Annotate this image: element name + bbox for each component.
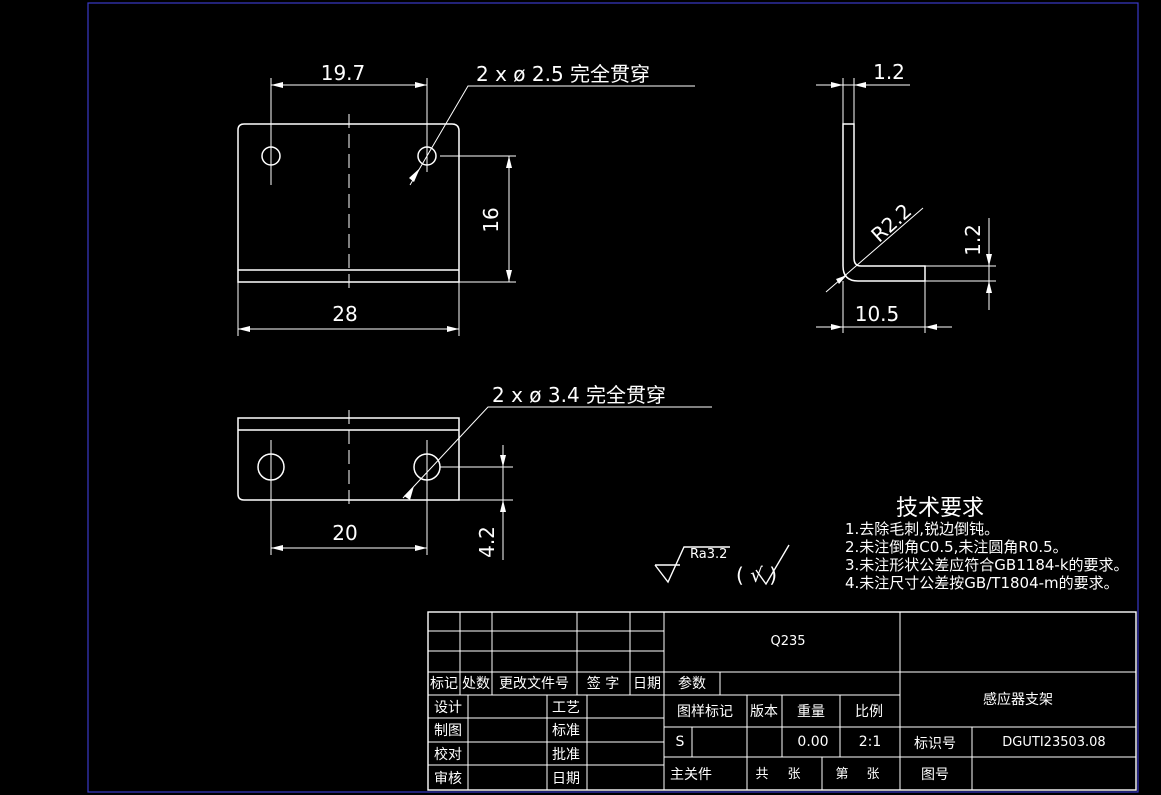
drawing-frame <box>87 2 1139 793</box>
dim-4-2-label: 4.2 <box>475 526 499 558</box>
tb-total: 共 <box>755 767 768 782</box>
dim-1-2-right-label: 1.2 <box>961 224 985 256</box>
tb-role-drafting: 制图 <box>434 723 462 739</box>
other-finish-label: ( √ ) <box>736 563 777 587</box>
tb-sheets2: 张 <box>866 767 879 782</box>
front-callout-leader <box>409 85 695 186</box>
tb-params: 参数 <box>678 675 706 692</box>
dim-16-label: 16 <box>479 207 503 232</box>
dim-28-label: 28 <box>332 302 357 326</box>
outer-frame <box>87 2 1139 793</box>
tb-weight: 重量 <box>797 704 825 720</box>
tb-sample-mark-value: S <box>676 734 685 750</box>
arrow <box>500 455 506 467</box>
tb-role-standard: 标准 <box>552 723 580 739</box>
dim-r2-2-label: R2.2 <box>866 199 916 247</box>
arrow <box>836 275 847 284</box>
tb-role-review: 审核 <box>434 771 462 787</box>
arrow <box>447 326 459 332</box>
tech-item-2: 2.未注倒角C0.5,未注圆角R0.5。 <box>845 538 1068 556</box>
arrow <box>506 156 512 168</box>
tb-sheet-no: 第 <box>835 767 848 782</box>
tb-main-part: 主关件 <box>670 767 712 783</box>
ra-label: Ra3.2 <box>690 547 727 562</box>
tb-version: 版本 <box>750 704 778 720</box>
tb-id-value: DGUTI23503.08 <box>1002 735 1105 750</box>
tb-role-process: 工艺 <box>552 700 580 716</box>
tb-rev-count: 处数 <box>462 676 490 692</box>
top-outline <box>237 417 460 501</box>
title-block <box>427 611 1137 791</box>
front-view-arrows <box>238 82 512 332</box>
surface-finish-symbol <box>654 544 790 586</box>
front-hole-callout: 2 x ø 2.5 完全贯穿 <box>476 62 650 86</box>
tech-title: 技术要求 <box>896 496 984 521</box>
tb-weight-value: 0.00 <box>797 734 828 750</box>
tb-rev-date: 日期 <box>633 676 661 692</box>
arrow <box>986 254 992 266</box>
dim-19-7-label: 19.7 <box>321 61 366 85</box>
tb-id-label: 标识号 <box>914 736 956 752</box>
tb-sample-mark: 图样标记 <box>677 704 733 720</box>
arrow <box>409 168 420 182</box>
tb-role-date: 日期 <box>552 771 580 787</box>
tb-rev-change-doc: 更改文件号 <box>499 676 569 692</box>
tech-item-1: 1.去除毛刺,锐边倒钝。 <box>845 520 999 538</box>
arrow <box>925 324 937 330</box>
arrow <box>506 270 512 282</box>
tb-scale-value: 2:1 <box>859 734 882 750</box>
arrow <box>404 486 414 500</box>
title-block-border <box>427 611 1137 791</box>
arrow <box>415 82 427 88</box>
top-hole-callout: 2 x ø 3.4 完全贯穿 <box>492 383 666 407</box>
tb-drawing-no: 图号 <box>921 767 949 783</box>
front-view <box>237 78 695 336</box>
arrow <box>986 281 992 293</box>
tb-role-approve: 批准 <box>552 747 580 763</box>
dim-10-5-label: 10.5 <box>855 302 900 326</box>
dim-20-label: 20 <box>332 521 357 545</box>
side-outline <box>842 123 926 282</box>
side-view-arrows <box>831 82 992 330</box>
tb-role-check: 校对 <box>434 746 462 763</box>
top-view-arrows <box>271 455 506 551</box>
other-check <box>755 544 790 586</box>
tb-role-design: 设计 <box>434 700 462 716</box>
arrow <box>500 500 506 512</box>
arrow <box>854 82 866 88</box>
arrow <box>271 545 283 551</box>
tb-scale: 比例 <box>855 704 883 720</box>
arrow <box>831 82 843 88</box>
tech-item-3: 3.未注形状公差应符合GB1184-k的要求。 <box>845 556 1129 574</box>
tb-rev-signature: 签 字 <box>587 675 619 692</box>
tb-material: Q235 <box>770 634 805 649</box>
tb-sheets1: 张 <box>787 767 800 782</box>
tech-item-4: 4.未注尺寸公差按GB/T1804-m的要求。 <box>845 574 1119 592</box>
arrow <box>271 82 283 88</box>
top-callout-leader <box>402 406 712 499</box>
arrow <box>238 326 250 332</box>
arrow <box>831 324 843 330</box>
tb-rev-mark: 标记 <box>430 676 458 692</box>
arrow <box>415 545 427 551</box>
dim-1-2-top-label: 1.2 <box>873 60 905 84</box>
tb-part-name: 感应器支架 <box>983 691 1053 708</box>
